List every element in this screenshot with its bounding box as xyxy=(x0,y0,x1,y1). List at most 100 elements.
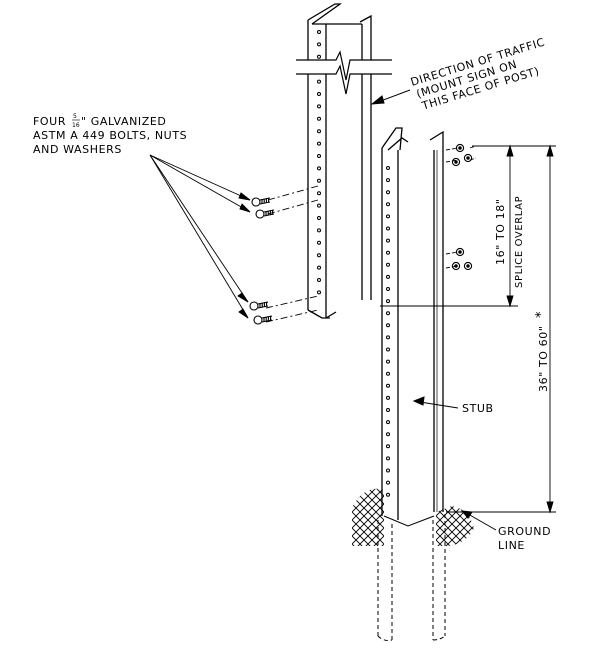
bolt-note: FOUR 5 16 " GALVANIZED ASTM A 449 BOLTS,… xyxy=(33,113,187,156)
bolt-group-left xyxy=(249,197,275,325)
nut-center xyxy=(454,160,458,164)
post-hole xyxy=(317,240,321,245)
post-hole xyxy=(317,129,321,134)
post-hole xyxy=(386,250,390,255)
bolt-fraction-num: 5 xyxy=(73,113,77,120)
nut xyxy=(455,247,465,257)
nut-outline xyxy=(463,153,473,163)
post-hole xyxy=(386,371,390,376)
overlap-range-label: 16" TO 18" xyxy=(494,199,507,265)
post-hole xyxy=(386,347,390,352)
post-hole xyxy=(386,359,390,364)
post-hole xyxy=(386,287,390,291)
post-hole xyxy=(386,480,390,485)
bolt-label-galvanized: " GALVANIZED xyxy=(81,115,167,128)
post-hole xyxy=(317,141,321,146)
post-hole xyxy=(317,154,321,158)
bolt-label-four: FOUR xyxy=(33,115,66,128)
nut xyxy=(451,261,461,271)
stub-post-holes xyxy=(386,166,390,497)
post-hole xyxy=(317,191,321,196)
depth-label-group: 36" TO 60" * xyxy=(534,311,550,392)
bolt-centerlines xyxy=(265,185,319,323)
nut-center xyxy=(466,264,470,268)
post-hole xyxy=(386,395,390,400)
post-hole xyxy=(386,456,390,461)
embedment-dimension xyxy=(446,144,556,514)
nut-outline xyxy=(455,143,465,153)
nut-center xyxy=(458,250,462,254)
post-hole xyxy=(386,299,390,304)
upper-post-holes xyxy=(317,30,321,295)
post-hole xyxy=(386,323,390,328)
break-line xyxy=(296,50,392,95)
stub-arrow xyxy=(412,396,459,409)
bolt xyxy=(255,209,275,219)
post-hole xyxy=(386,383,390,388)
post-hole xyxy=(317,178,321,183)
splice-overlap-dimension xyxy=(380,144,518,308)
post-hole xyxy=(386,432,390,437)
depth-asterisk: * xyxy=(534,311,549,318)
post-hole xyxy=(386,202,390,207)
post-hole xyxy=(317,79,321,84)
traffic-arrow xyxy=(370,89,411,105)
post-hole xyxy=(386,262,390,267)
post-hole xyxy=(386,311,390,316)
post-hole xyxy=(386,444,390,449)
bolt xyxy=(251,197,271,207)
nut-outline xyxy=(463,261,473,271)
post-hole xyxy=(317,228,321,233)
post-hole xyxy=(317,42,321,47)
post-hole xyxy=(386,420,390,425)
post-hole xyxy=(317,253,321,258)
post-hole xyxy=(317,54,321,59)
post-hole xyxy=(386,214,390,219)
bolt-label-line2: ASTM A 449 BOLTS, NUTS xyxy=(33,129,187,142)
post-hole xyxy=(317,216,321,220)
buried-post xyxy=(377,514,446,641)
post-hole xyxy=(386,408,390,412)
nut xyxy=(463,261,473,271)
bolt-head xyxy=(251,197,261,207)
post-hole xyxy=(317,265,321,270)
post-hole xyxy=(317,30,321,34)
stub-post xyxy=(381,127,444,520)
depth-range-label: 36" TO 60" xyxy=(537,326,550,392)
ground-arrow xyxy=(460,510,497,531)
bolt-head xyxy=(249,301,259,311)
ground-hatch xyxy=(352,488,474,546)
nut xyxy=(451,157,461,167)
nut-group-right xyxy=(451,143,473,271)
post-hole xyxy=(386,492,390,497)
nut-center xyxy=(466,156,470,160)
bolt-head xyxy=(253,315,263,325)
post-hole xyxy=(386,190,390,195)
post-hole xyxy=(386,178,390,183)
post-hole xyxy=(317,104,321,109)
ground-label-line1: GROUND xyxy=(498,525,551,538)
nut xyxy=(455,143,465,153)
post-hole xyxy=(317,116,321,121)
nut-outline xyxy=(455,247,465,257)
upper-post xyxy=(307,3,372,319)
post-hole xyxy=(386,468,390,473)
post-hole xyxy=(317,290,321,295)
traffic-note: DIRECTION OF TRAFFIC (MOUNT SIGN ON THIS… xyxy=(409,36,547,113)
stub-label: STUB xyxy=(462,402,494,415)
bolt-leader-lines xyxy=(149,154,251,319)
overlap-label: SPLICE OVERLAP xyxy=(514,196,525,288)
bolt xyxy=(253,315,273,325)
bolt xyxy=(249,301,269,311)
nut xyxy=(463,153,473,163)
post-hole xyxy=(386,238,390,243)
post-hole xyxy=(317,166,321,171)
nut-outline xyxy=(451,261,461,271)
post-hole xyxy=(386,226,390,231)
ground-label-line2: LINE xyxy=(498,539,525,552)
bolt-head xyxy=(255,209,265,219)
post-hole xyxy=(317,278,321,282)
nut-centerlines xyxy=(445,145,477,269)
